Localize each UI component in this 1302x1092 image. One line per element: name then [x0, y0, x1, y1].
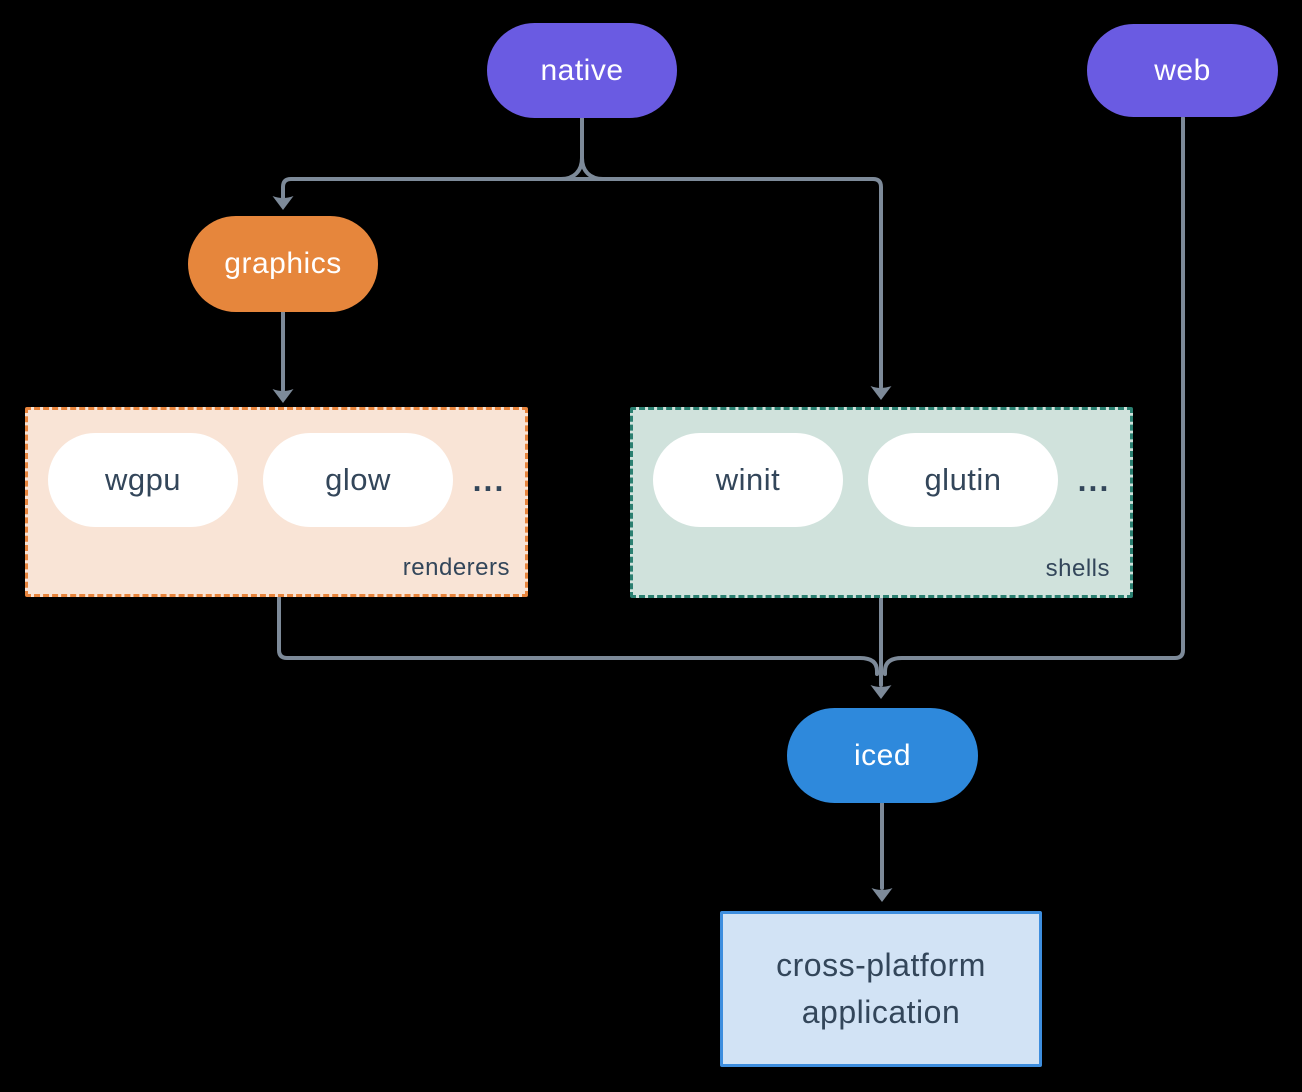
node-wgpu-label: wgpu: [104, 462, 182, 497]
node-glow: glow: [263, 433, 453, 527]
group-shells: winit glutin ... shells: [630, 407, 1133, 598]
renderers-ellipsis: ...: [472, 461, 506, 498]
node-glutin-label: glutin: [924, 462, 1002, 497]
arrowhead-application: [871, 888, 893, 902]
arrowhead-graphics: [272, 196, 294, 210]
arrowhead-iced: [870, 685, 892, 699]
shells-ellipsis: ...: [1077, 461, 1111, 498]
node-winit: winit: [653, 433, 843, 527]
node-native-label: native: [540, 53, 624, 87]
edge-renderers-iced: [277, 596, 879, 676]
edge-web-iced: [883, 116, 1185, 676]
edge-native-fork: [559, 116, 605, 181]
renderers-group-label: renderers: [402, 554, 510, 581]
shells-group-label: shells: [1045, 555, 1110, 582]
edge-native-rail: [281, 177, 883, 389]
node-winit-label: winit: [715, 462, 781, 497]
node-native: native: [487, 23, 677, 118]
group-renderers: wgpu glow ... renderers: [25, 407, 528, 597]
node-glow-label: glow: [325, 462, 391, 497]
node-graphics: graphics: [188, 216, 378, 312]
arrowhead-shells: [870, 386, 892, 400]
node-application-label: cross-platform application: [776, 947, 986, 1030]
node-iced-label: iced: [853, 738, 912, 772]
node-iced: iced: [787, 708, 978, 803]
node-web-label: web: [1154, 53, 1211, 87]
node-wgpu: wgpu: [48, 433, 238, 527]
node-graphics-label: graphics: [224, 247, 342, 280]
arrowhead-renderers: [272, 389, 294, 403]
node-web: web: [1087, 24, 1278, 117]
node-cross-platform-application: cross-platform application: [720, 911, 1042, 1067]
node-glutin: glutin: [868, 433, 1058, 527]
